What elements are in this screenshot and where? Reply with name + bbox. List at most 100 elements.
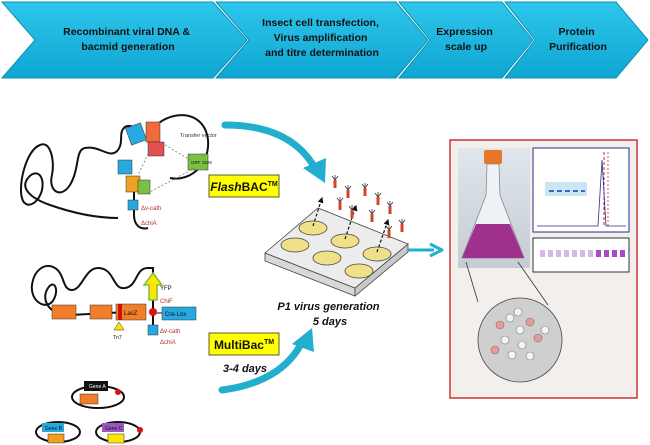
multibac-label-text: MultiBacTM [214, 338, 274, 352]
flashbac-genome-tail [133, 192, 149, 230]
multibac-label-box [208, 332, 280, 356]
donor-c-lox [137, 427, 143, 433]
plate-wells [280, 220, 392, 279]
donor-plasmids: Gene A Gene B Gene C [35, 381, 143, 444]
orf-block [187, 153, 209, 171]
virus-particle [385, 225, 393, 238]
flashbac-curve-arrow [221, 121, 320, 174]
gene-block-3 [147, 141, 165, 157]
cell [513, 307, 523, 317]
cell [517, 340, 527, 350]
gene-block-2 [145, 121, 161, 143]
tn7-label: Tn7 [113, 335, 122, 341]
gel-lane [572, 250, 577, 257]
cell [540, 325, 550, 335]
yfp-arrow [142, 271, 164, 301]
gene-block-6 [137, 179, 151, 195]
yfp-label: YFP [160, 286, 172, 292]
cell [533, 333, 543, 343]
gel-lane [612, 250, 617, 257]
step-3-label: Expression scale up [436, 26, 496, 53]
cell [525, 351, 535, 361]
well [362, 246, 392, 262]
well [280, 237, 310, 253]
multibac-block-left2 [89, 304, 113, 320]
gel-lane [596, 250, 601, 257]
multibac-curve-arrowhead [292, 328, 314, 352]
p1-caption-line2: 5 days [313, 316, 347, 328]
gel-lane [564, 250, 569, 257]
mb-vcath-block [147, 324, 159, 336]
recomb-line-2 [145, 167, 196, 195]
recomb-line-3 [164, 144, 191, 161]
cre-lox-label: Cre-Lox [165, 312, 186, 318]
culture-plate [264, 196, 409, 297]
well [312, 250, 342, 266]
well [330, 233, 360, 249]
zoom-line [517, 261, 549, 306]
gene-block-1 [125, 122, 147, 146]
tn7-site [118, 304, 122, 320]
cell [525, 317, 535, 327]
gene-c-box [102, 423, 124, 432]
donor-b-block [47, 433, 65, 444]
virus-particle [348, 205, 356, 218]
gene-block-4 [117, 159, 133, 175]
chromatogram-gel [545, 182, 587, 196]
orf-label: ORF 1629 [191, 160, 212, 165]
transfer-vector-label: Transfer vector [180, 133, 217, 139]
multibac-label: MultiBacTM 3-4 days [208, 332, 280, 375]
step-4-label: Protein Purification [549, 26, 607, 53]
virus-particle [344, 185, 352, 198]
flashbac-curve-arrowhead [303, 158, 326, 183]
gel-lane [580, 250, 585, 257]
flask-cap [484, 150, 502, 164]
multibac-duration: 3-4 days [223, 363, 267, 375]
zoom-line [465, 261, 479, 303]
gel-lane [620, 250, 625, 257]
donor-a-lox [115, 389, 121, 395]
flask-culture [462, 224, 524, 258]
p1-caption: P1 virus generation 5 days [277, 301, 382, 328]
transfer-vector-circle [154, 114, 210, 180]
well [298, 220, 328, 236]
chia-label: ΔchiA [141, 221, 157, 227]
gel-lane [604, 250, 609, 257]
gel-lane [540, 250, 545, 257]
virus-release-arrow [344, 204, 358, 240]
cell [507, 350, 517, 360]
virus-particle [374, 192, 382, 205]
virus-particle [398, 219, 406, 232]
virus-particle [331, 175, 339, 188]
virus-particle [368, 209, 376, 222]
gel-lane [548, 250, 553, 257]
virus-particle [361, 183, 369, 196]
gel-lane [556, 250, 561, 257]
gel-lane [588, 250, 593, 257]
to-expression-arrow [408, 242, 444, 258]
step-arrow-1 [0, 1, 248, 79]
chromatogram-gel-bands [549, 190, 585, 192]
lox-site [149, 308, 157, 316]
p1-caption-line1: P1 virus generation [277, 301, 379, 313]
step-arrow-3 [397, 1, 534, 79]
gene-c-label: Gene C [105, 426, 123, 432]
chif-label: ChiF [160, 299, 173, 305]
donor-c-block [107, 433, 125, 444]
gene-a-label: Gene A [89, 384, 106, 390]
flashbac-genome: Transfer vector ORF 1629 Δv-cath ΔchiA [20, 114, 217, 230]
gene-b-label: Gene B [45, 426, 63, 432]
chromatogram-trace [537, 159, 626, 227]
cell [490, 345, 500, 355]
virus-particle [336, 197, 344, 210]
donor-a-block [79, 393, 99, 405]
virus-particle [386, 201, 394, 214]
expression-panel [449, 139, 638, 399]
vcath-label: Δv-cath [141, 206, 161, 212]
tn7-arrow [113, 321, 125, 331]
cell [515, 325, 525, 335]
mb-chia-label: ΔchiA [160, 340, 176, 346]
cell [495, 320, 505, 330]
multibac-genome-line [30, 265, 154, 330]
